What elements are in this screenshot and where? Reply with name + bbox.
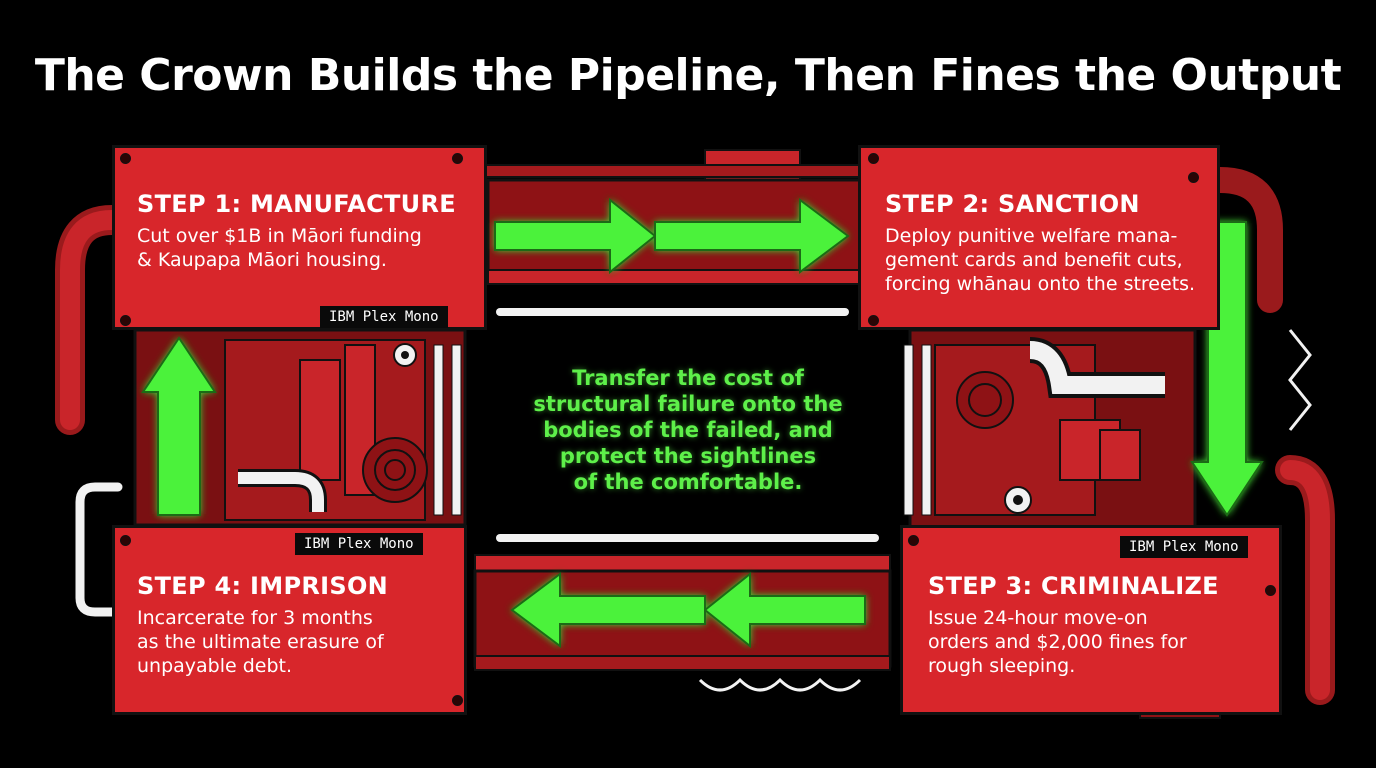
screw-icon bbox=[868, 315, 879, 326]
decorative-pattern bbox=[698, 329, 1312, 692]
screw-icon bbox=[452, 153, 463, 164]
screw-icon bbox=[120, 153, 131, 164]
center-message: Transfer the cost of structural failure … bbox=[533, 366, 843, 494]
outer-pipes bbox=[55, 167, 1335, 705]
screw-icon bbox=[908, 535, 919, 546]
screw-icon bbox=[868, 153, 879, 164]
arrow-right bbox=[494, 197, 850, 275]
font-tag-3: IBM Plex Mono bbox=[1120, 536, 1248, 558]
step-1-description: Cut over $1B in Māori funding& Kaupapa M… bbox=[137, 225, 422, 271]
step-2-panel: STEP 2: SANCTION Deploy punitive welfare… bbox=[858, 145, 1220, 330]
step-2-description: Deploy punitive welfare mana-gement card… bbox=[885, 225, 1196, 295]
screw-icon bbox=[120, 315, 131, 326]
step-3-heading: STEP 3: CRIMINALIZE bbox=[928, 572, 1219, 600]
arrow-left bbox=[510, 571, 866, 649]
font-tag-1: IBM Plex Mono bbox=[320, 306, 448, 328]
step-1-heading: STEP 1: MANUFACTURE bbox=[137, 190, 456, 218]
step-4-panel: STEP 4: IMPRISON Incarcerate for 3 month… bbox=[112, 525, 467, 715]
step-4-heading: STEP 4: IMPRISON bbox=[137, 572, 389, 600]
step-2-heading: STEP 2: SANCTION bbox=[885, 190, 1140, 218]
arrow-up bbox=[141, 336, 217, 516]
screw-icon bbox=[120, 535, 131, 546]
page-title: The Crown Builds the Pipeline, Then Fine… bbox=[34, 50, 1342, 101]
step-3-panel: STEP 3: CRIMINALIZE Issue 24-hour move-o… bbox=[900, 525, 1282, 715]
font-tag-2: IBM Plex Mono bbox=[295, 533, 423, 555]
right-machinery bbox=[903, 328, 1197, 532]
screw-icon bbox=[1265, 585, 1276, 596]
screw-icon bbox=[1188, 172, 1199, 183]
step-1-panel: STEP 1: MANUFACTURE Cut over $1B in Māor… bbox=[112, 145, 487, 330]
screw-icon bbox=[452, 695, 463, 706]
